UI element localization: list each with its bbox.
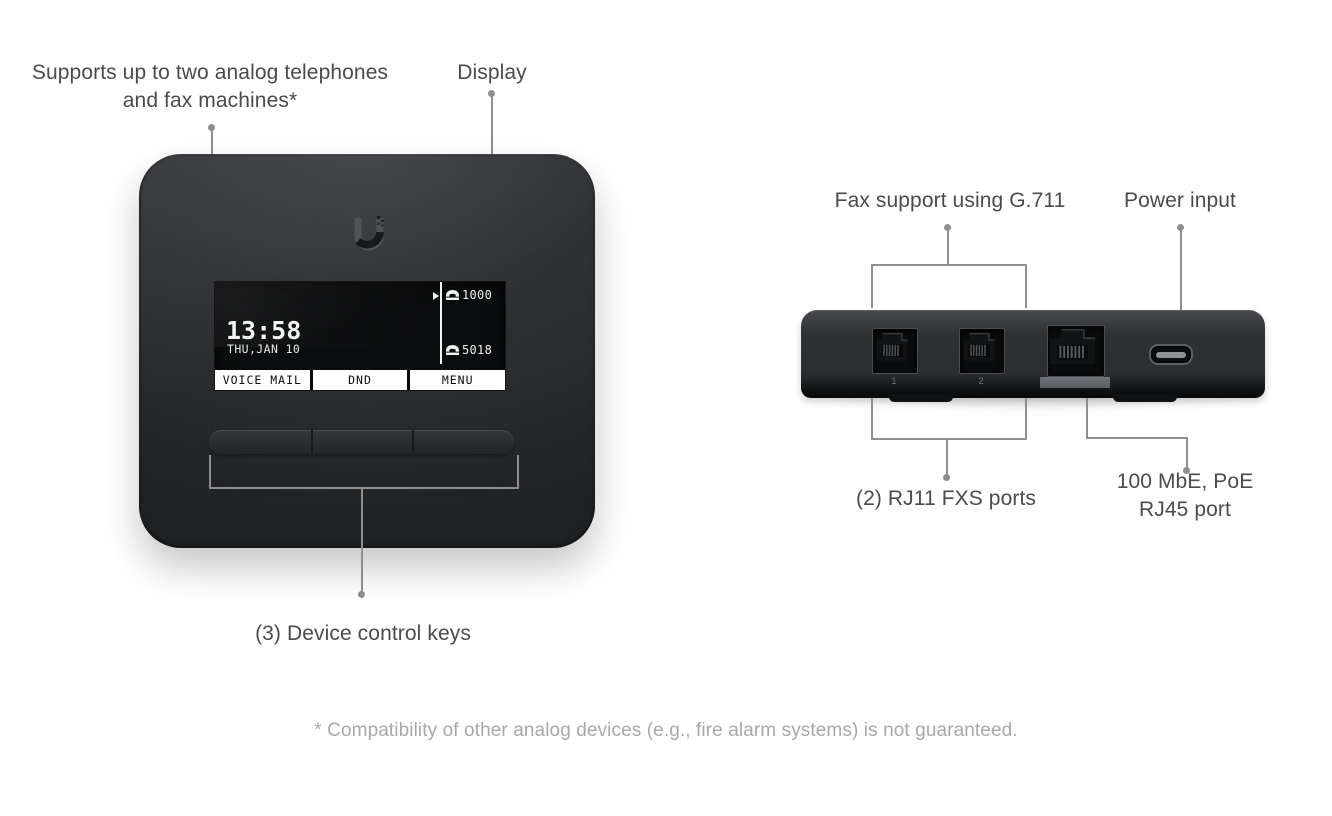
lcd-caret-icon [433, 292, 439, 300]
leader-dot-display [488, 90, 495, 97]
rj11-port-2[interactable] [959, 328, 1005, 374]
rear-device-body: 1 2 [801, 310, 1265, 402]
ubiquiti-logo-icon [345, 210, 389, 254]
phone-handset-icon [445, 344, 460, 356]
lcd-display: 13:58 THU,JAN 10 1000 [215, 282, 505, 390]
rj11-port-1-label: 1 [891, 376, 897, 386]
callout-control-keys: (3) Device control keys [255, 622, 471, 645]
leader-line-analog-phones [211, 128, 213, 164]
leader-dot-control-keys [358, 591, 365, 598]
rj11-port-2-label: 2 [978, 376, 984, 386]
control-key-middle[interactable] [310, 430, 413, 454]
device-foot-left [889, 394, 953, 402]
callout-rj45-port: 100 MbE, PoE RJ45 port [1116, 470, 1254, 521]
lcd-content: 13:58 THU,JAN 10 1000 [215, 282, 505, 364]
rj45-port-label [1040, 377, 1110, 388]
softkey-voice-mail[interactable]: VOICE MAIL [215, 370, 310, 390]
control-key-left[interactable] [209, 430, 311, 454]
leader-line-rj45-vertical-down [1186, 437, 1188, 469]
callout-display: Display [457, 61, 527, 84]
leader-dot-rj11-ports [943, 474, 950, 481]
softkey-dnd[interactable]: DND [312, 370, 408, 390]
usb-c-power-port[interactable] [1149, 344, 1193, 365]
rj11-port-1[interactable] [872, 328, 918, 374]
lcd-softkey-bar: VOICE MAIL DND MENU [215, 370, 505, 390]
lcd-extension-primary: 1000 [445, 288, 492, 302]
control-key-right[interactable] [412, 430, 514, 454]
device-control-keys [209, 430, 514, 454]
leader-line-control-keys [361, 487, 363, 593]
callout-fax-support: Fax support using G.711 [834, 189, 1066, 212]
leader-line-fax-support [947, 228, 949, 264]
leader-line-rj45-vertical-up [1086, 398, 1088, 438]
leader-line-rj45-horizontal [1086, 437, 1188, 439]
rj45-ethernet-port[interactable] [1047, 325, 1105, 377]
leader-dot-analog-phones [208, 124, 215, 131]
leader-dot-power-input [1177, 224, 1184, 231]
bracket-rj11-ports [871, 398, 1027, 440]
lcd-extension-secondary: 5018 [445, 343, 492, 357]
leader-dot-fax-support [944, 224, 951, 231]
phone-handset-icon [445, 289, 460, 301]
device-foot-right [1113, 394, 1177, 402]
leader-line-rj11-ports [946, 438, 948, 476]
lcd-time: 13:58 [226, 316, 302, 345]
front-device-body: 13:58 THU,JAN 10 1000 [139, 154, 595, 548]
callout-rj11-ports: (2) RJ11 FXS ports [856, 487, 1036, 510]
lcd-extension-panel: 1000 5018 [440, 282, 505, 364]
footnote-text: * Compatibility of other analog devices … [314, 720, 1018, 741]
lcd-extension-primary-number: 1000 [462, 288, 493, 302]
softkey-menu[interactable]: MENU [410, 370, 505, 390]
callout-analog-phones: Supports up to two analog telephones and… [31, 61, 389, 112]
leader-dot-rj45-port [1183, 467, 1190, 474]
lcd-extension-secondary-number: 5018 [462, 343, 493, 357]
bracket-fax-support [871, 264, 1027, 308]
leader-line-power-input [1180, 228, 1182, 340]
lcd-date: THU,JAN 10 [227, 342, 301, 356]
callout-power-input: Power input [1124, 189, 1236, 212]
bracket-control-keys [209, 455, 519, 489]
